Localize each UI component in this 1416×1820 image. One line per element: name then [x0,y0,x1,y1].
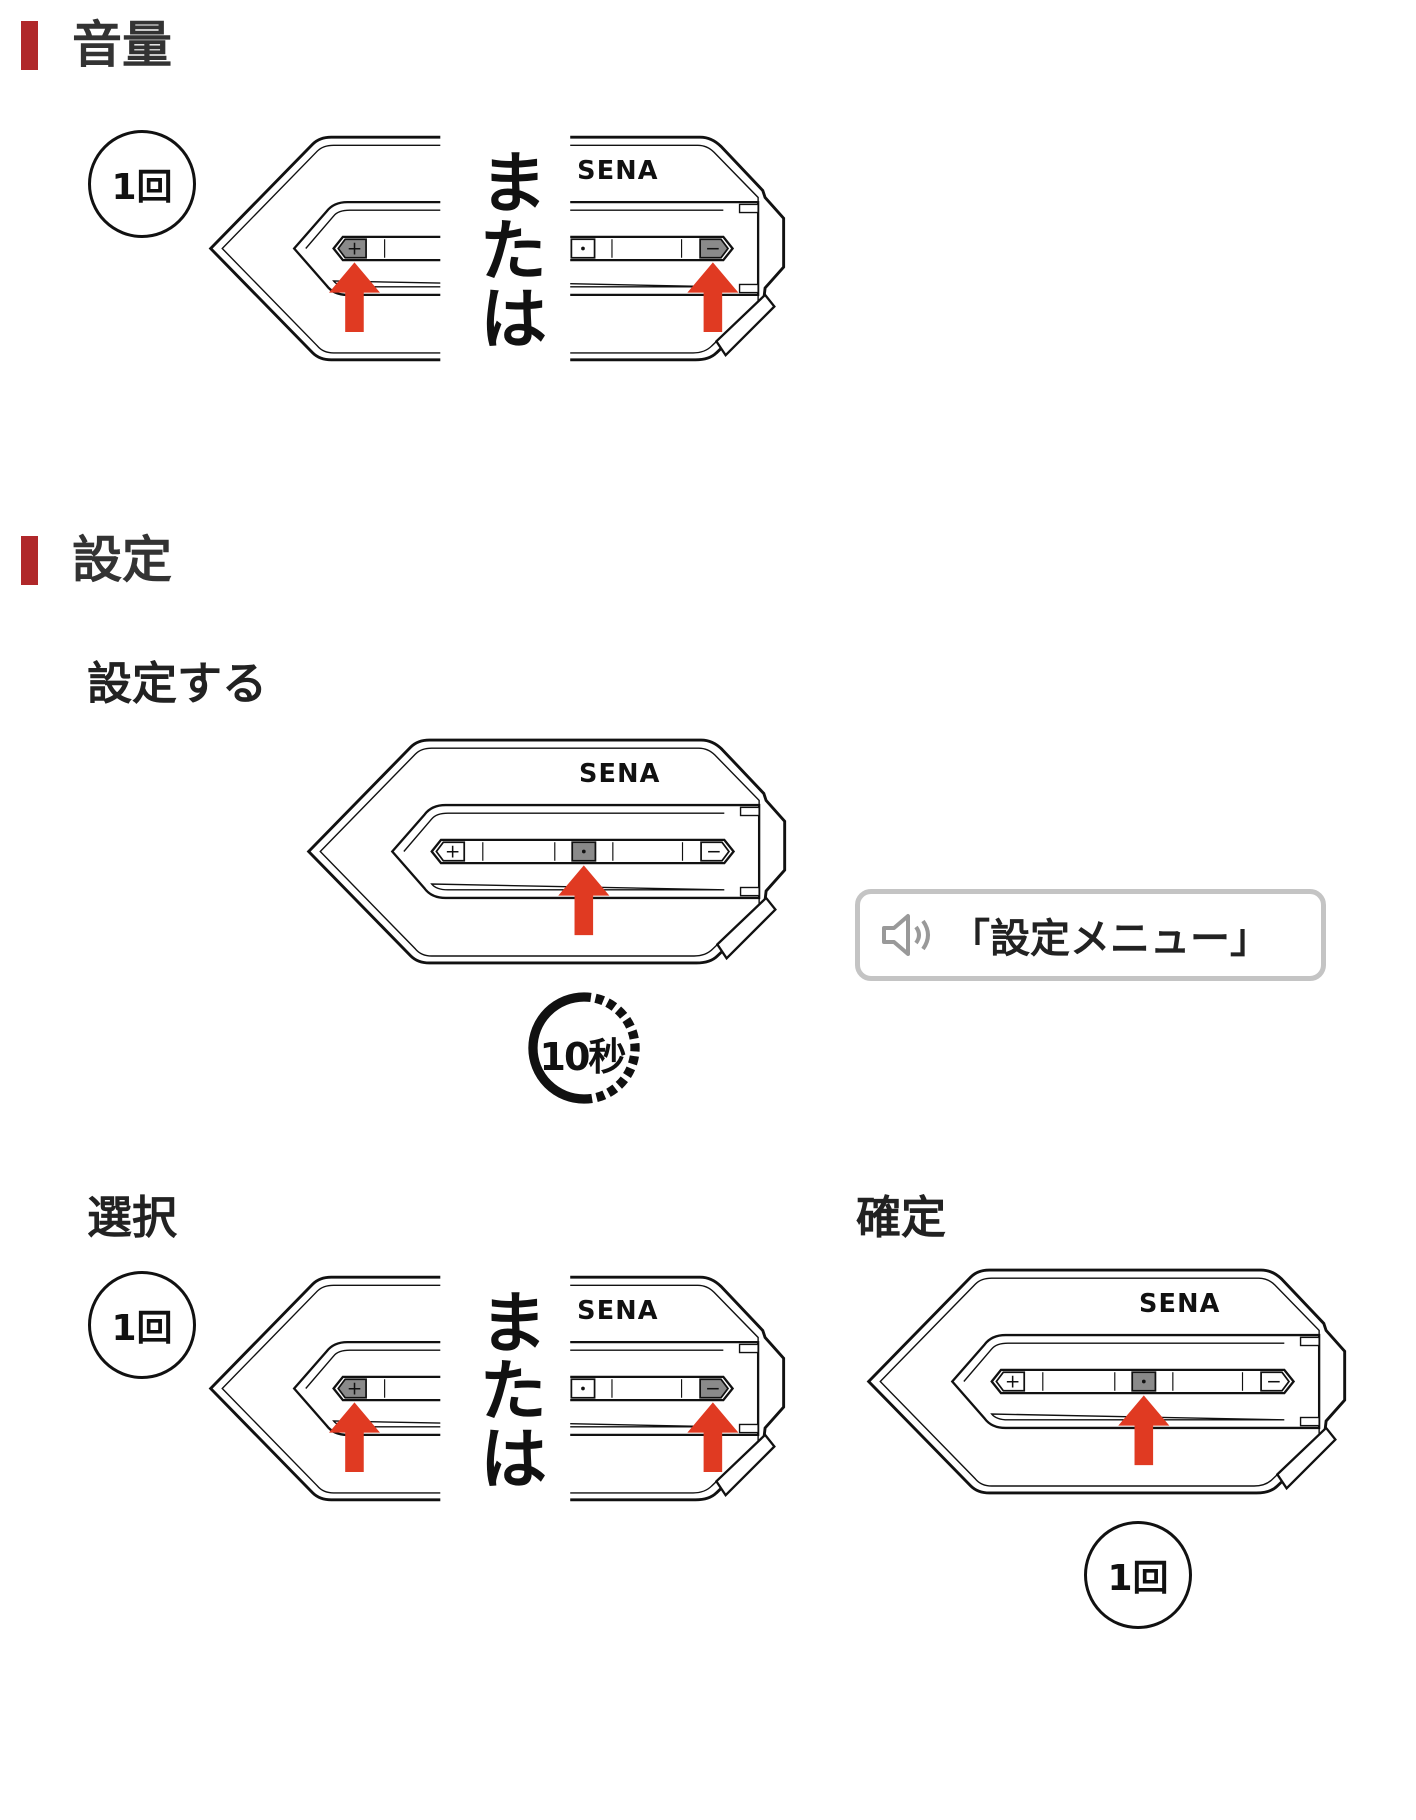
plus-button [337,1378,367,1399]
section-title-volume: 音量 [72,16,172,74]
brand-logo: SENA [577,156,659,186]
device-illustration-select: + SENA − [208,1275,786,1502]
or-text: または [467,1286,547,1491]
press-arrow-icon [328,262,380,333]
minus-button [1260,1371,1291,1392]
minus-label: − [706,841,722,862]
minus-button [699,238,730,259]
device-illustration-center-press: SENA + − [306,738,787,965]
press-arrow-icon [558,865,610,936]
plus-label: + [347,238,363,259]
minus-label: − [1266,1371,1282,1392]
hold-timer-icon [528,992,640,1104]
brand-logo: SENA [577,1296,659,1326]
section-marker [21,536,38,585]
brand-logo: SENA [579,759,661,789]
plus-label: + [445,841,461,862]
step-title-select: 選択 [87,1191,178,1244]
hold-duration: 10秒 [539,1035,627,1079]
section-marker [21,21,38,70]
press-count-badge: 1回 [88,1271,196,1379]
or-text: または [467,146,547,351]
press-arrow-icon [1118,1395,1170,1466]
plus-label: + [1005,1371,1021,1392]
press-count-badge: 1回 [88,130,196,238]
speaker-icon [882,914,930,956]
step-title-confirm: 確定 [856,1191,947,1244]
device-illustration-volume: + SENA − [208,135,786,362]
plus-label: + [347,1378,363,1399]
plus-button [435,841,466,862]
plus-button [995,1371,1026,1392]
press-arrow-icon [687,1402,739,1473]
minus-button [700,841,731,862]
voice-prompt-text: 「設定メニュー」 [950,916,1270,962]
plus-button [337,238,367,259]
minus-button [699,1378,730,1399]
press-arrow-icon [687,262,739,333]
brand-logo: SENA [1139,1289,1221,1319]
press-arrow-icon [328,1402,380,1473]
step-title-enter-settings: 設定する [87,657,268,710]
voice-prompt-box: 「設定メニュー」 [855,889,1326,981]
minus-label: − [705,1378,721,1399]
device-illustration-confirm: SENA + − [866,1268,1347,1495]
section-title-settings: 設定 [72,531,172,589]
minus-label: − [705,238,721,259]
press-count-badge: 1回 [1084,1521,1192,1629]
